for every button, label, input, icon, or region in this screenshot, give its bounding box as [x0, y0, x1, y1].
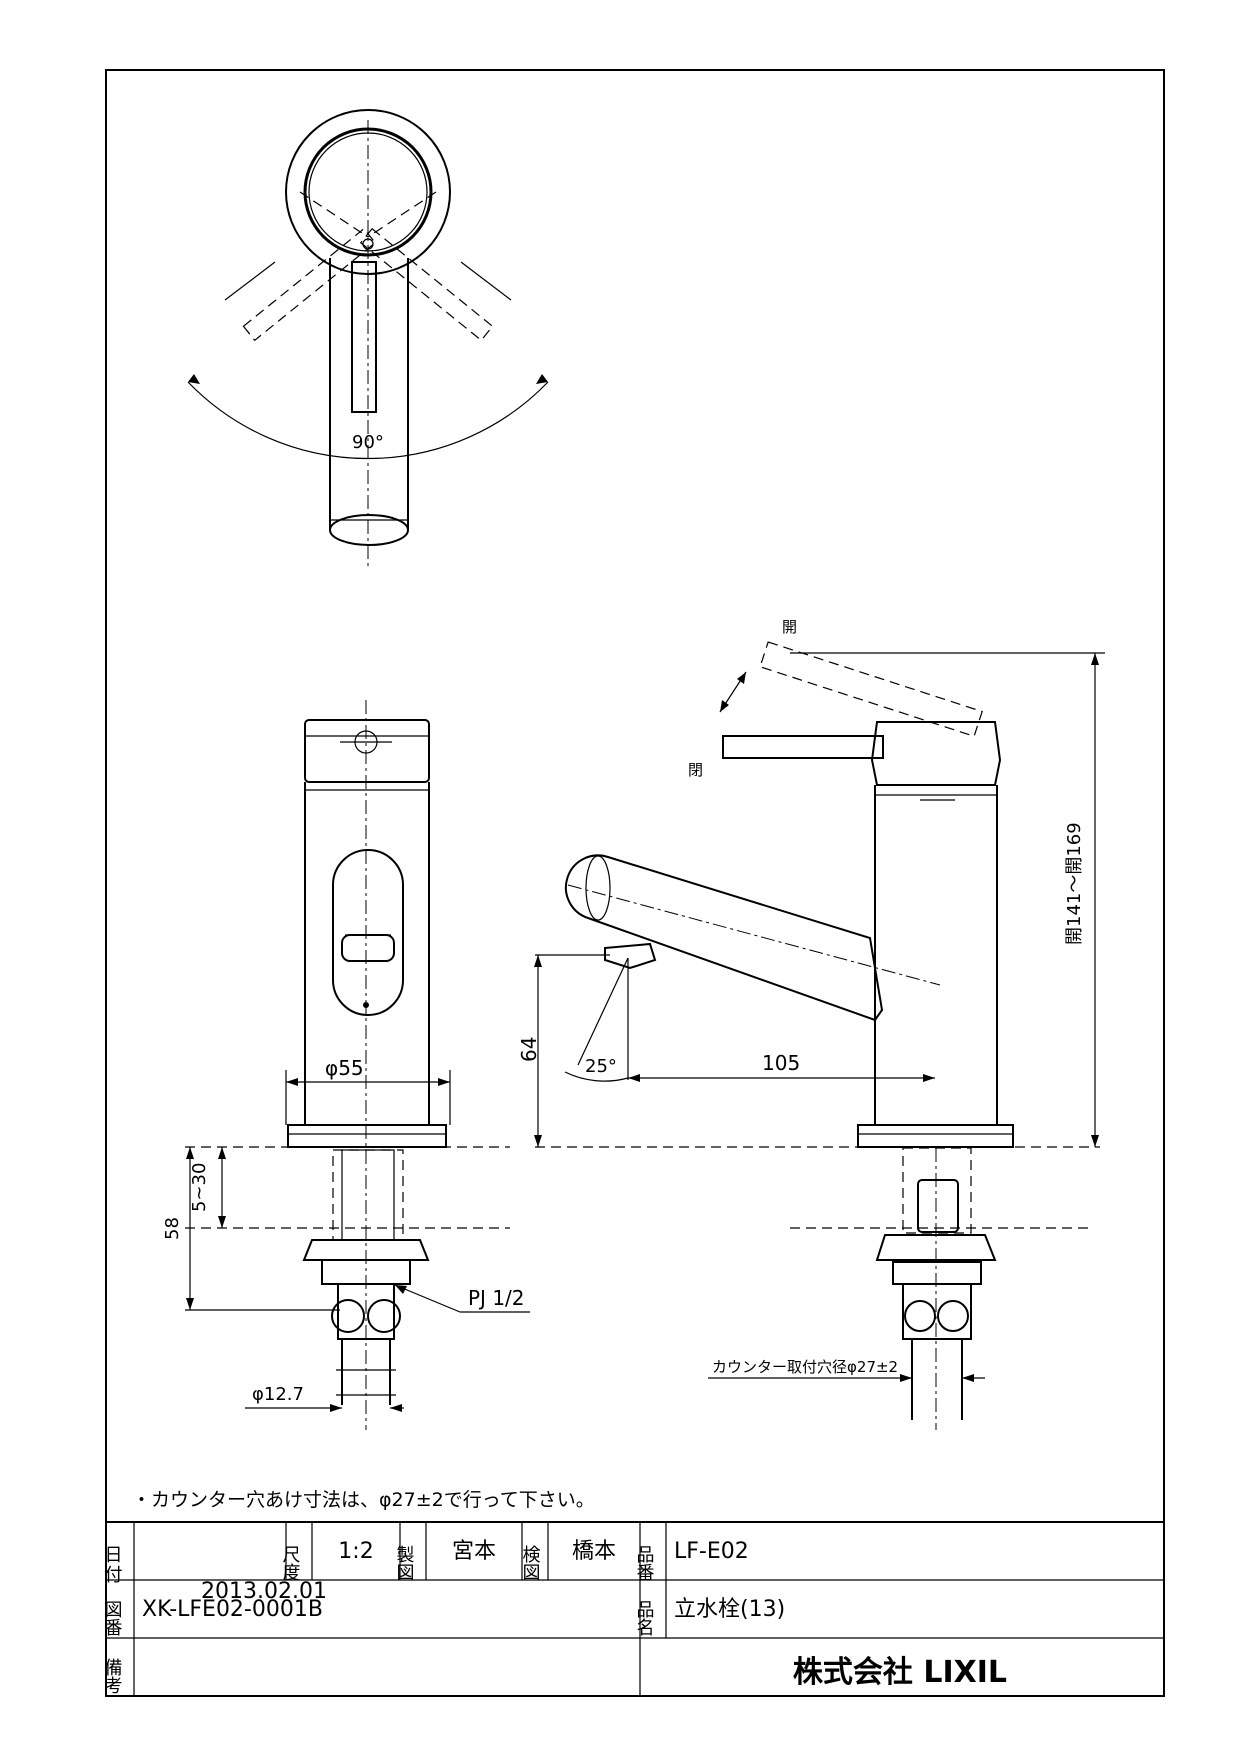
part-name-value: 立水栓(13): [674, 1597, 785, 1622]
open-label: 開: [782, 618, 797, 636]
scale-label: 尺度: [280, 1545, 301, 1581]
pipe-diameter-label: φ12.7: [252, 1384, 304, 1405]
front-view: φ55 5~30 58 PJ 1/2 φ12.7: [162, 700, 530, 1430]
part-no-label: 品番: [634, 1545, 655, 1581]
date-value: 2013.02.01: [201, 1579, 327, 1604]
height-dim-label: 開141～開169: [1064, 822, 1085, 945]
angle-90-label: 90°: [352, 432, 384, 453]
thread-label: PJ 1/2: [468, 1286, 525, 1310]
drawn-label: 製図: [394, 1545, 415, 1581]
checked-value: 橋本: [572, 1539, 616, 1564]
side-view: 開141～開169 開 閉 64 25° 105 カウンター取付穴径φ27±2: [517, 618, 1105, 1430]
part-no-value: LF-E02: [674, 1539, 749, 1564]
drawing-no-value: XK-LFE02-0001B: [142, 1597, 323, 1622]
scale-value: 1:2: [338, 1539, 373, 1564]
spout-angle-label: 25°: [585, 1056, 617, 1077]
installation-note: ・カウンター穴あけ寸法は、φ27±2で行って下さい。: [132, 1489, 595, 1511]
checked-label: 検図: [520, 1545, 541, 1581]
spout-height-label: 64: [517, 1037, 541, 1062]
body-diameter-label: φ55: [325, 1056, 364, 1080]
shank-length-label: 58: [162, 1217, 183, 1240]
hole-diameter-label: カウンター取付穴径φ27±2: [712, 1358, 898, 1376]
counter-thickness-label: 5~30: [189, 1163, 210, 1212]
spout-reach-label: 105: [762, 1051, 800, 1075]
remarks-label: 備考: [102, 1658, 123, 1694]
top-view: 90°: [187, 109, 549, 570]
company-name: 株式会社 LIXIL: [793, 1655, 1007, 1690]
close-label: 閉: [688, 761, 703, 779]
drawing-border: [105, 69, 1165, 1697]
part-name-label: 品名: [634, 1600, 655, 1636]
drawn-value: 宮本: [452, 1539, 496, 1564]
date-label: 日付: [102, 1545, 123, 1585]
title-block: 日付 2013.02.01 尺度 1:2 製図 宮本 検図 橋本 品番 LF-E…: [102, 1521, 1164, 1696]
drawing-no-label: 図番: [102, 1600, 123, 1636]
